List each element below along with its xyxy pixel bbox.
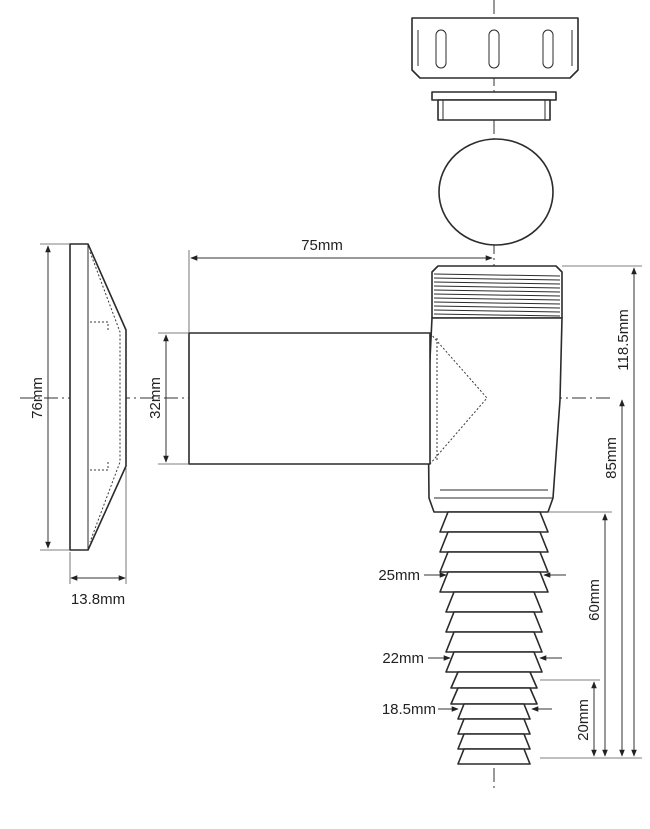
- sealing-ring: [431, 91, 557, 121]
- thread-line: [433, 293, 561, 297]
- spigot-ring: [457, 703, 531, 720]
- sealing-disc: [438, 138, 554, 246]
- union-nut: [411, 17, 579, 79]
- spigot-ring: [457, 748, 531, 765]
- label-cap-height: 76mm: [29, 377, 46, 419]
- thread-line: [433, 273, 561, 277]
- thread-line: [433, 305, 561, 309]
- label-spigot-22: 22mm: [382, 650, 424, 667]
- spigot-ring: [445, 611, 543, 633]
- thread-line: [433, 285, 561, 289]
- label-spigot-18: 18.5mm: [382, 701, 436, 718]
- thread-line: [433, 309, 561, 313]
- hose-spigot: [439, 511, 549, 765]
- thread-line: [433, 301, 561, 305]
- spigot-ring: [445, 631, 543, 653]
- label-spigot-length: 60mm: [586, 579, 603, 621]
- side-pipe: [188, 332, 488, 465]
- spigot-ring: [450, 671, 538, 689]
- spigot-ring: [457, 733, 531, 750]
- spigot-ring: [439, 511, 549, 533]
- spigot-ring: [439, 531, 549, 553]
- thread-line: [433, 277, 561, 281]
- spigot-ring: [439, 551, 549, 573]
- thread-line: [433, 313, 561, 317]
- end-cap: [69, 243, 127, 551]
- spigot-ring: [450, 687, 538, 705]
- label-cap-thickness: 13.8mm: [71, 591, 125, 608]
- label-axis-to-bottom: 85mm: [603, 437, 620, 479]
- spigot-ring: [457, 718, 531, 735]
- label-pipe-length: 75mm: [301, 237, 343, 254]
- spigot-ring: [445, 651, 543, 673]
- label-pipe-diameter: 32mm: [147, 377, 164, 419]
- label-spigot-25: 25mm: [378, 567, 420, 584]
- spigot-ring: [445, 591, 543, 613]
- thread-line: [433, 281, 561, 285]
- valve-body: [427, 317, 563, 513]
- threaded-neck: [431, 265, 563, 319]
- spigot-ring: [439, 571, 549, 593]
- label-tip-length: 20mm: [575, 699, 592, 741]
- thread-line: [433, 289, 561, 293]
- label-total-height: 118.5mm: [615, 309, 632, 370]
- thread-line: [433, 297, 561, 301]
